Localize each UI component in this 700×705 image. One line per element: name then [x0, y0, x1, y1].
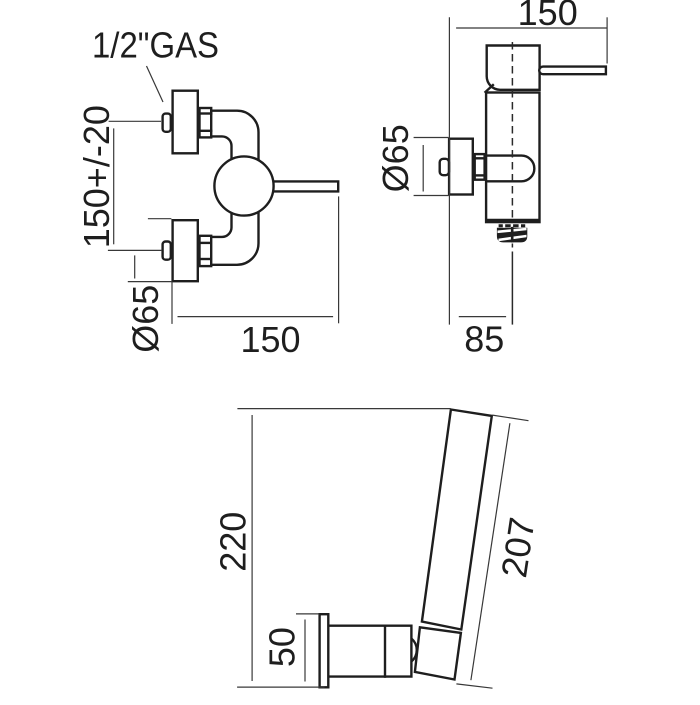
svg-text:1/2"GAS: 1/2"GAS: [92, 25, 219, 66]
svg-text:150+/-20: 150+/-20: [76, 105, 117, 248]
svg-text:Ø65: Ø65: [375, 124, 416, 192]
svg-text:150: 150: [240, 319, 300, 360]
svg-text:220: 220: [213, 512, 254, 572]
svg-text:50: 50: [262, 627, 303, 667]
svg-text:150: 150: [518, 0, 578, 33]
svg-text:207: 207: [493, 515, 543, 581]
svg-text:85: 85: [464, 319, 504, 360]
svg-text:Ø65: Ø65: [125, 285, 166, 353]
